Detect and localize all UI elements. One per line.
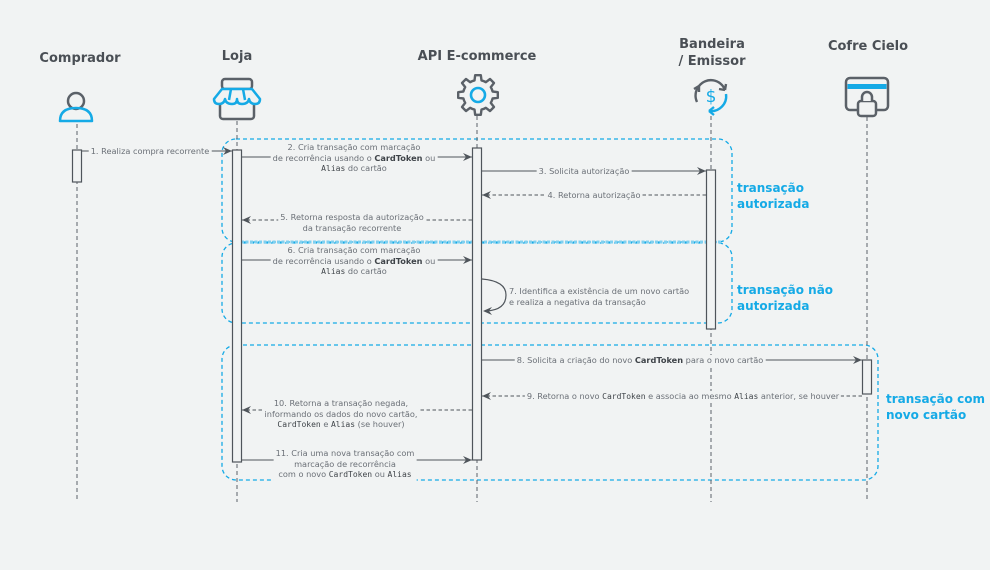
dollar-cycle-icon: $	[693, 78, 728, 116]
message-7-label: 7. Identifica a existência de um novo ca…	[507, 286, 692, 307]
activation-api	[471, 147, 483, 461]
group-label-autorizada-line1: transação	[737, 181, 804, 195]
group-label-nao-autorizada: transação não autorizada	[737, 282, 833, 314]
arrowhead-4	[482, 191, 491, 199]
group-label-nao-autorizada-line1: transação não	[737, 283, 834, 297]
arrowhead-5	[242, 216, 251, 224]
activation-comprador	[71, 149, 83, 183]
arrowhead-10	[242, 406, 251, 414]
user-icon	[58, 91, 94, 123]
card-lock-icon	[844, 76, 890, 118]
arrowhead-7	[483, 307, 492, 315]
arrowhead-8	[853, 356, 862, 364]
store-icon	[212, 77, 262, 121]
svg-text:$: $	[706, 87, 717, 107]
group-frame-autorizada	[221, 138, 733, 243]
group-label-novo-cartao-line2: novo cartão	[886, 408, 967, 422]
message-3-label: 3. Solicita autorização	[536, 166, 632, 177]
group-label-nao-autorizada-line2: autorizada	[737, 299, 810, 313]
activation-bandeira	[705, 169, 717, 330]
arrowhead-6	[463, 256, 472, 264]
message-8-label: 8. Solicita a criação do novo CardToken …	[514, 355, 766, 366]
actor-label-api: API E-commerce	[417, 49, 537, 64]
group-label-autorizada: transação autorizada	[737, 180, 809, 212]
arrowhead-1	[223, 147, 232, 155]
message-10-label: 10. Retorna a transação negada,informand…	[262, 398, 420, 431]
message-1-label: 1. Realiza compra recorrente	[88, 146, 212, 157]
arrowhead-3	[697, 167, 706, 175]
group-label-novo-cartao-line1: transação com	[886, 392, 986, 406]
group-label-autorizada-line2: autorizada	[737, 197, 810, 211]
arrowhead-9	[482, 392, 491, 400]
activation-loja	[231, 149, 243, 463]
activation-bars	[71, 147, 873, 463]
actor-label-cofre: Cofre Cielo	[827, 39, 909, 54]
gear-icon	[457, 74, 499, 116]
arrowhead-2	[463, 153, 472, 161]
group-label-novo-cartao: transação com novo cartão	[886, 391, 985, 423]
actor-label-bandeira-line2: / Emissor	[678, 54, 746, 69]
group-frame-nao-autorizada	[221, 242, 733, 324]
activation-cofre	[861, 359, 873, 395]
arrowhead-11	[463, 456, 472, 464]
actor-label-comprador: Comprador	[39, 51, 121, 66]
actor-label-bandeira: Bandeira / Emissor	[679, 36, 746, 70]
message-4-label: 4. Retorna autorização	[545, 190, 643, 201]
group-frame-novo-cartao	[221, 344, 879, 481]
message-arrow-7	[481, 278, 507, 312]
actor-label-bandeira-line1: Bandeira	[679, 37, 745, 52]
message-9-label: 9. Retorna o novo CardToken e associa ao…	[524, 391, 842, 403]
actor-label-loja: Loja	[221, 49, 253, 64]
